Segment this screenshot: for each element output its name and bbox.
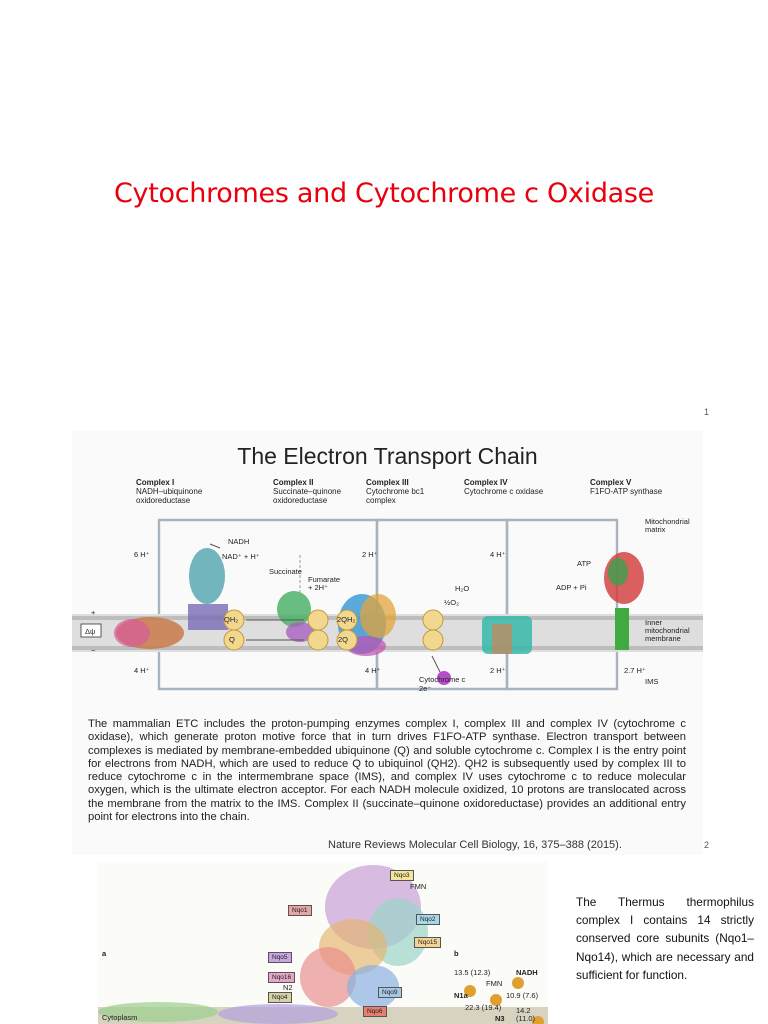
cytochrome-c-label: Cytochrome c [419, 676, 465, 684]
oxygen-label: ½O₂ [444, 599, 459, 607]
etc-diagram [72, 506, 703, 706]
nadh-label: NADH [228, 538, 249, 546]
quinol-label: 2QH₂ [337, 616, 355, 624]
subunit-tag: Nqo6 [363, 1006, 387, 1017]
plus-sign: + [91, 609, 95, 617]
subunit-tag: Nqo9 [378, 987, 402, 998]
citation: Nature Reviews Molecular Cell Biology, 1… [328, 839, 622, 851]
ims-label: IMS [645, 678, 658, 686]
proton-label: 4 H⁺ [490, 551, 506, 559]
proton-label: 2 H⁺ [362, 551, 378, 559]
fmn-label: FMN [486, 980, 502, 988]
proton-label: 2.7 H⁺ [624, 667, 646, 675]
subunit-tag: Nqo4 [268, 992, 292, 1003]
cytoplasm-label: Cytoplasm [102, 1014, 137, 1022]
complex-i-structure-figure: a b Nqo3 FMN Nqo1 Nqo2 Nqo15 Nqo5 Nqo16 … [98, 862, 548, 1024]
proton-label: 4 H⁺ [365, 667, 381, 675]
page-number: 1 [704, 407, 709, 417]
panel-a-label: a [102, 950, 106, 958]
membrane-potential-label: Δψ [85, 628, 95, 636]
water-label: H₂O [455, 585, 469, 593]
figure-caption: The mammalian ETC includes the proton-pu… [88, 718, 686, 824]
nad-label: NAD⁺ + H⁺ [222, 553, 260, 561]
proton-label: 2 H⁺ [490, 667, 506, 675]
cluster-label: N1a [454, 992, 468, 1000]
subunit-tag: Nqo1 [288, 905, 312, 916]
slide-title: Cytochromes and Cytochrome c Oxidase [0, 178, 768, 209]
matrix-label: Mitochondrial matrix [645, 518, 701, 534]
page-number: 2 [704, 840, 709, 850]
adp-label: ADP + Pi [556, 584, 587, 592]
complex-i-structure-art [98, 862, 548, 1024]
subunit-tag: Nqo16 [268, 972, 295, 983]
subunit-tag: Nqo5 [268, 952, 292, 963]
membrane-label: Inner mitochondrial membrane [645, 619, 701, 643]
panel-b-label: b [454, 950, 459, 958]
fumarate-label: Fumarate + 2H⁺ [308, 576, 338, 592]
electron-label: 2e⁻ [419, 685, 431, 693]
subunit-tag: Nqo15 [414, 937, 441, 948]
nadh-label: NADH [516, 969, 538, 977]
fmn-label: FMN [410, 883, 426, 891]
distance-label: 13.5 (12.3) [454, 969, 490, 977]
atp-label: ATP [577, 560, 591, 568]
succinate-label: Succinate [269, 568, 302, 576]
side-text: The Thermus thermophilus complex I conta… [576, 893, 754, 984]
subunit-tag: Nqo2 [416, 914, 440, 925]
subunit-tag: Nqo3 [390, 870, 414, 881]
proton-label: 4 H⁺ [134, 667, 150, 675]
cluster-label: N3 [495, 1015, 505, 1023]
quinone-label: 2Q [338, 636, 348, 644]
proton-label: 6 H⁺ [134, 551, 150, 559]
distance-label: 22.3 (19.4) [465, 1004, 501, 1012]
quinone-label: Q [229, 636, 235, 644]
distance-label: 14.2 (11.0) [516, 1007, 548, 1023]
minus-sign: − [91, 647, 95, 655]
figure-title: The Electron Transport Chain [72, 443, 703, 470]
quinol-label: QH₂ [224, 616, 238, 624]
distance-label: 10.9 (7.6) [506, 992, 538, 1000]
n2-label: N2 [283, 984, 293, 992]
